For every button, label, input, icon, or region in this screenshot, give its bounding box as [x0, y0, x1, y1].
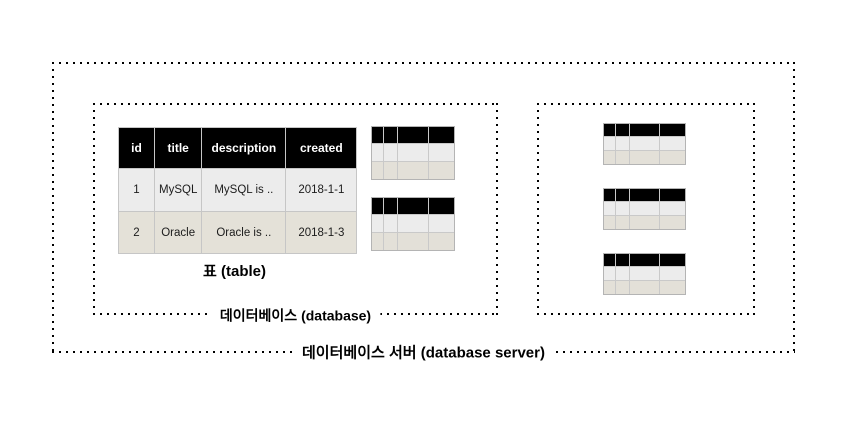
mini-table-icon — [603, 188, 686, 230]
table-cell: 1 — [118, 168, 155, 212]
table-cell: 2018-1-3 — [285, 211, 358, 254]
table-cell: MySQL is .. — [201, 168, 287, 212]
database-server-label: 데이터베이스 서버 (database server) — [293, 344, 554, 364]
table-cell: MySQL — [153, 168, 203, 212]
sample-table: id title description created 1 MySQL MyS… — [118, 127, 358, 254]
mini-table-icon — [603, 123, 686, 165]
table-label: 표 (table) — [203, 263, 266, 280]
table-cell: 2018-1-1 — [285, 168, 358, 212]
mini-table-icon — [603, 253, 686, 295]
database-label: 데이터베이스 (database) — [210, 307, 381, 325]
mini-table-icon — [371, 126, 455, 180]
table-header-row: id title description created — [118, 127, 358, 169]
table-header-cell-title: title — [153, 127, 203, 169]
table-row: 1 MySQL MySQL is .. 2018-1-1 — [118, 168, 358, 212]
table-cell: Oracle — [153, 211, 203, 254]
table-cell: 2 — [118, 211, 155, 254]
table-header-cell-created: created — [285, 127, 358, 169]
table-header-cell-id: id — [118, 127, 155, 169]
table-row: 2 Oracle Oracle is .. 2018-1-3 — [118, 211, 358, 254]
table-header-cell-description: description — [201, 127, 287, 169]
mini-table-icon — [371, 197, 455, 251]
table-cell: Oracle is .. — [201, 211, 287, 254]
